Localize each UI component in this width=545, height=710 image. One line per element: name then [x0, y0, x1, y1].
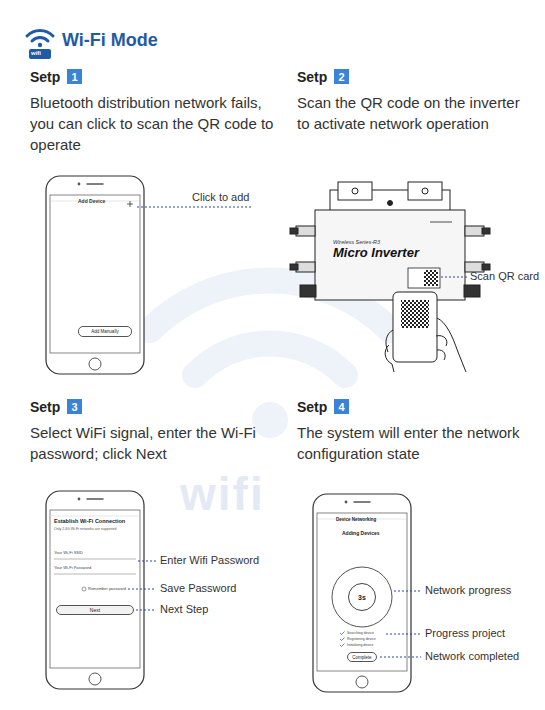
step-word: Setp — [30, 398, 60, 418]
page-title: Wi-Fi Mode — [62, 30, 158, 51]
phone — [313, 494, 411, 692]
add-icon — [127, 201, 133, 207]
field-label: Your Wi-Fi SSID — [54, 551, 83, 556]
callout: Network completed — [425, 650, 519, 663]
step-text: The system will enter the network config… — [297, 422, 532, 464]
progress-item: Initializing device — [347, 643, 373, 647]
node-text: Next — [90, 607, 100, 613]
node-text: 4 — [338, 401, 344, 413]
phone — [46, 176, 144, 374]
node-text: 3 — [71, 401, 77, 413]
field-label: Your Wi-Fi Password — [54, 566, 91, 571]
screen-heading: Adding Devices — [342, 531, 380, 537]
progress-item: Searching device — [347, 631, 374, 635]
screen-title: Establish Wi-Fi Connection — [54, 518, 125, 524]
screen-title: Add Device — [78, 199, 105, 205]
step-text: Bluetooth distribution network fails, yo… — [30, 92, 280, 155]
node-text: Complete — [352, 655, 371, 660]
check-marks — [340, 632, 345, 647]
product-name: Micro Inverter — [333, 246, 419, 261]
wifi-icon — [27, 30, 53, 59]
callout: Next Step — [160, 603, 208, 616]
checkbox-label: Remember password — [88, 587, 126, 592]
callout: Enter Wifi Password — [160, 554, 259, 567]
app-button: Complete — [347, 652, 377, 662]
input-lines — [54, 559, 136, 574]
step-number: 2 — [334, 69, 349, 84]
step-number: 4 — [334, 399, 349, 414]
node-text: Add Manually — [91, 329, 118, 334]
progress-ring — [332, 567, 392, 627]
step-text: Scan the QR code on the inverter to acti… — [297, 92, 532, 134]
step-word: Setp — [297, 398, 327, 418]
callout: Save Password — [160, 582, 236, 595]
screen-note: Only 2.4G Wi-Fi networks are supported — [54, 527, 116, 531]
phone — [46, 491, 144, 689]
icon-text: wifi — [31, 50, 41, 57]
app-button: Next — [56, 605, 134, 615]
radio — [82, 587, 86, 591]
hand-phone — [385, 292, 466, 372]
watermark-arcs — [150, 280, 390, 438]
node-text: 2 — [338, 71, 344, 83]
callout: Click to add — [192, 191, 249, 204]
step-number: 3 — [67, 399, 82, 414]
step-number: 1 — [67, 69, 82, 84]
model-text: Wireless Series-R3 — [333, 239, 380, 245]
node-text: 1 — [71, 71, 77, 83]
app-button: Add Manually — [78, 326, 132, 337]
step-word: Setp — [30, 68, 60, 88]
screen-title: Device Networking — [336, 517, 376, 522]
micro-inverter — [290, 182, 490, 300]
node-text: 3s — [358, 594, 366, 601]
callout: Network progress — [425, 584, 511, 597]
step-text: Select WiFi signal, enter the Wi-Fi pass… — [30, 422, 280, 464]
callout: Progress project — [425, 627, 505, 640]
progress-item: Registering device — [347, 637, 376, 641]
watermark: wifi — [180, 462, 265, 526]
step-word: Setp — [297, 68, 327, 88]
callout: Scan QR card — [470, 270, 539, 283]
progress-circle: 3s — [348, 583, 376, 611]
